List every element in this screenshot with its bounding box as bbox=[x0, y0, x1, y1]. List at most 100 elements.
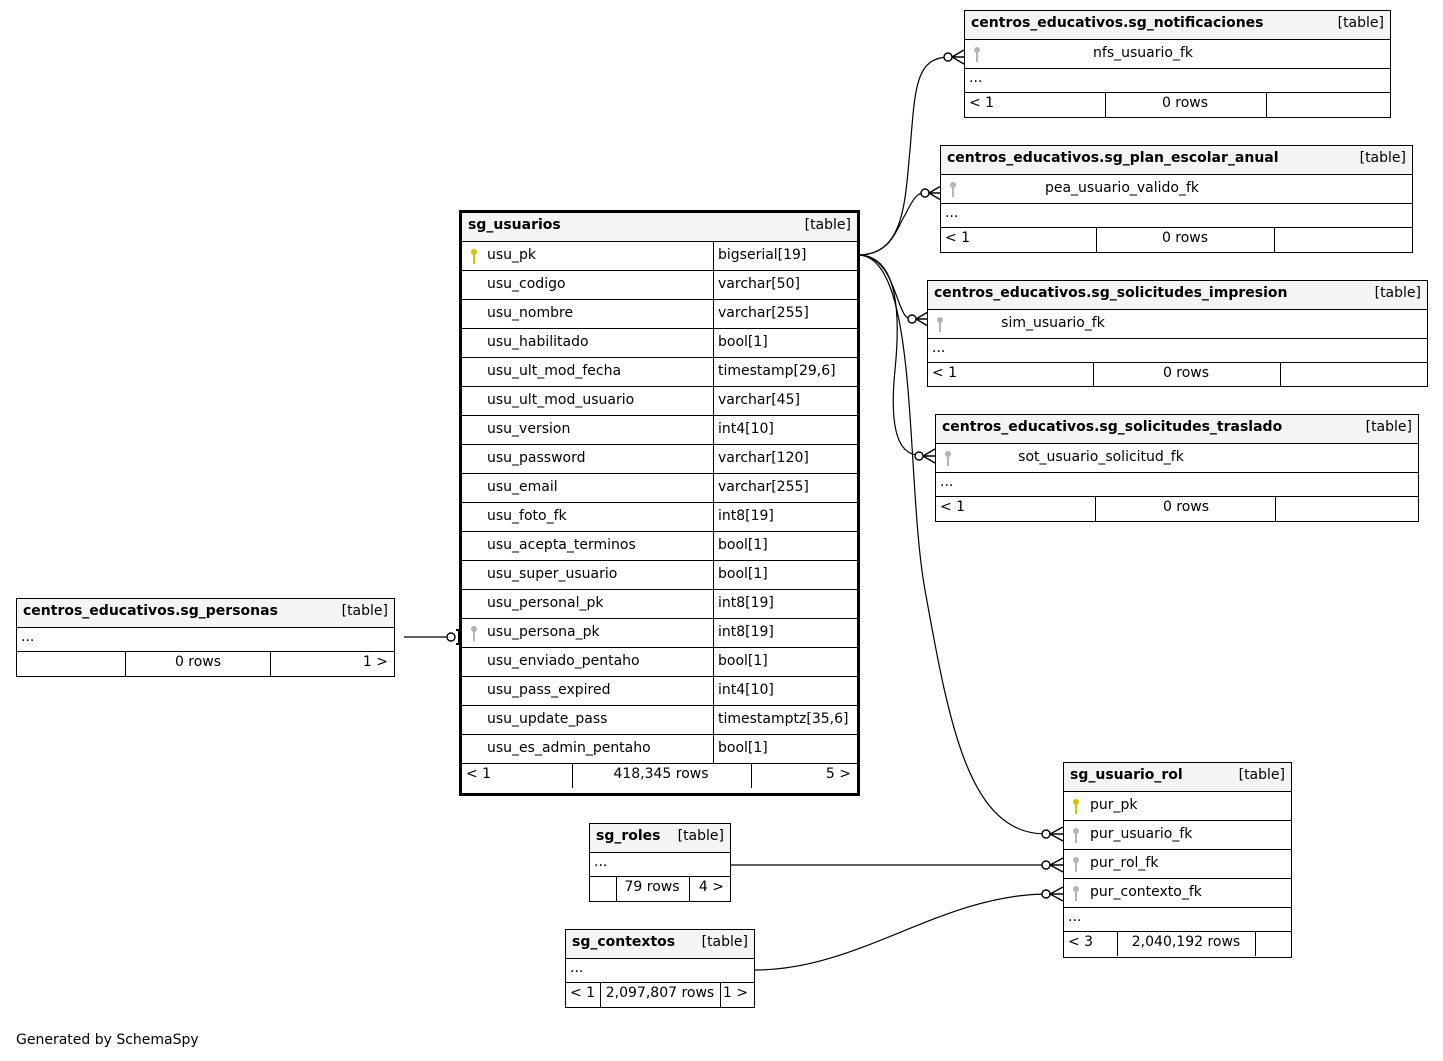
column-type: varchar[255] bbox=[718, 479, 809, 495]
table-name: sg_contextos bbox=[572, 934, 676, 950]
column-type: bool[1] bbox=[718, 740, 768, 756]
table-sg-roles[interactable]: sg_roles [table] ... 79 rows 4 > bbox=[589, 823, 731, 902]
fk-column-name: sot_usuario_solicitud_fk bbox=[1018, 449, 1184, 465]
more-columns-ellipsis: ... bbox=[941, 204, 1412, 228]
table-sg-plan-escolar-anual[interactable]: centros_educativos.sg_plan_escolar_anual… bbox=[940, 145, 1413, 253]
footer-parents[interactable]: < 1 bbox=[932, 365, 958, 381]
optional-marker-notificaciones bbox=[943, 52, 953, 62]
footer-children[interactable]: 4 > bbox=[698, 879, 724, 895]
column-row-pur-contexto-fk[interactable]: pur_contexto_fk bbox=[1064, 879, 1291, 908]
table-type-tag: [table] bbox=[1238, 767, 1285, 783]
column-row-pur-usuario-fk[interactable]: pur_usuario_fk bbox=[1064, 821, 1291, 850]
optional-marker-solicitudes-impresion bbox=[907, 314, 917, 324]
more-columns-ellipsis: ... bbox=[965, 69, 1390, 93]
column-divider bbox=[713, 561, 714, 589]
footer-parents[interactable]: < 1 bbox=[945, 230, 971, 246]
table-sg-contextos[interactable]: sg_contextos [table] ... < 1 2,097,807 r… bbox=[565, 929, 755, 1008]
table-header: centros_educativos.sg_solicitudes_impres… bbox=[928, 281, 1427, 310]
footer-divider bbox=[720, 983, 721, 1007]
footer-divider bbox=[751, 764, 752, 788]
column-divider bbox=[713, 416, 714, 444]
footer-parents[interactable]: < 1 bbox=[570, 985, 596, 1001]
footer-divider bbox=[600, 983, 601, 1007]
column-name: usu_habilitado bbox=[487, 334, 589, 350]
footer-row-count: 0 rows bbox=[174, 654, 222, 670]
table-sg-personas[interactable]: centros_educativos.sg_personas [table] .… bbox=[16, 598, 395, 677]
column-name: usu_acepta_terminos bbox=[487, 537, 636, 553]
footer-row-count: 2,040,192 rows bbox=[1131, 934, 1241, 950]
footer-children[interactable]: 1 > bbox=[362, 654, 388, 670]
column-name: pur_contexto_fk bbox=[1090, 884, 1202, 900]
table-name: centros_educativos.sg_notificaciones bbox=[971, 15, 1264, 31]
footer-parents[interactable]: < 1 bbox=[969, 95, 995, 111]
table-name: sg_usuario_rol bbox=[1070, 767, 1183, 783]
footer-row-count: 0 rows bbox=[1162, 365, 1210, 381]
column-divider bbox=[713, 242, 714, 270]
column-divider bbox=[713, 474, 714, 502]
footer-row-count: 0 rows bbox=[1162, 499, 1210, 515]
relation-notificaciones bbox=[857, 56, 949, 256]
footer-divider bbox=[1275, 497, 1276, 521]
footer-row-count: 79 rows bbox=[624, 879, 680, 895]
footer-divider bbox=[1096, 228, 1097, 252]
column-name: usu_personal_pk bbox=[487, 595, 604, 611]
table-sg-solicitudes-traslado[interactable]: centros_educativos.sg_solicitudes_trasla… bbox=[935, 414, 1419, 522]
footer-divider bbox=[689, 877, 690, 901]
column-row-pur-pk[interactable]: pur_pk bbox=[1064, 792, 1291, 821]
crowfoot-plan-escolar bbox=[928, 185, 942, 201]
column-type: timestamp[29,6] bbox=[718, 363, 836, 379]
footer-parents[interactable]: < 1 bbox=[940, 499, 966, 515]
footer-parents[interactable]: < 1 bbox=[466, 766, 492, 782]
column-row-pur-rol-fk[interactable]: pur_rol_fk bbox=[1064, 850, 1291, 879]
fk-column-row[interactable]: sim_usuario_fk bbox=[928, 310, 1427, 339]
table-header: centros_educativos.sg_notificaciones [ta… bbox=[965, 11, 1390, 40]
footer-divider bbox=[270, 652, 271, 676]
column-divider bbox=[713, 735, 714, 763]
relation-solicitudes-impresion bbox=[857, 254, 913, 320]
crowfoot-solicitudes-traslado bbox=[922, 448, 936, 464]
fk-column-row[interactable]: sot_usuario_solicitud_fk bbox=[936, 444, 1418, 473]
column-type: varchar[255] bbox=[718, 305, 809, 321]
column-type: bigserial[19] bbox=[718, 247, 807, 263]
fk-column-row[interactable]: pea_usuario_valido_fk bbox=[941, 175, 1412, 204]
footer-divider bbox=[616, 877, 617, 901]
table-header: centros_educativos.sg_personas [table] bbox=[17, 599, 394, 628]
more-columns-ellipsis: ... bbox=[17, 628, 394, 652]
column-name: usu_update_pass bbox=[487, 711, 608, 727]
table-sg-solicitudes-impresion[interactable]: centros_educativos.sg_solicitudes_impres… bbox=[927, 280, 1428, 387]
table-footer: < 1 2,097,807 rows 1 > bbox=[566, 983, 754, 1007]
footer-children[interactable]: 5 > bbox=[825, 766, 851, 782]
fk-column-row[interactable]: nfs_usuario_fk bbox=[965, 40, 1390, 69]
table-sg-notificaciones[interactable]: centros_educativos.sg_notificaciones [ta… bbox=[964, 10, 1391, 118]
more-columns-ellipsis: ... bbox=[566, 959, 754, 983]
foreign-key-icon bbox=[937, 317, 943, 332]
footer-children[interactable]: 1 > bbox=[722, 985, 748, 1001]
footer-divider bbox=[1280, 363, 1281, 387]
column-divider bbox=[713, 445, 714, 473]
footer-parents[interactable]: < 3 bbox=[1068, 934, 1094, 950]
foreign-key-icon bbox=[1073, 857, 1079, 872]
table-footer: < 1 0 rows bbox=[941, 228, 1412, 252]
foreign-key-icon bbox=[1073, 828, 1079, 843]
